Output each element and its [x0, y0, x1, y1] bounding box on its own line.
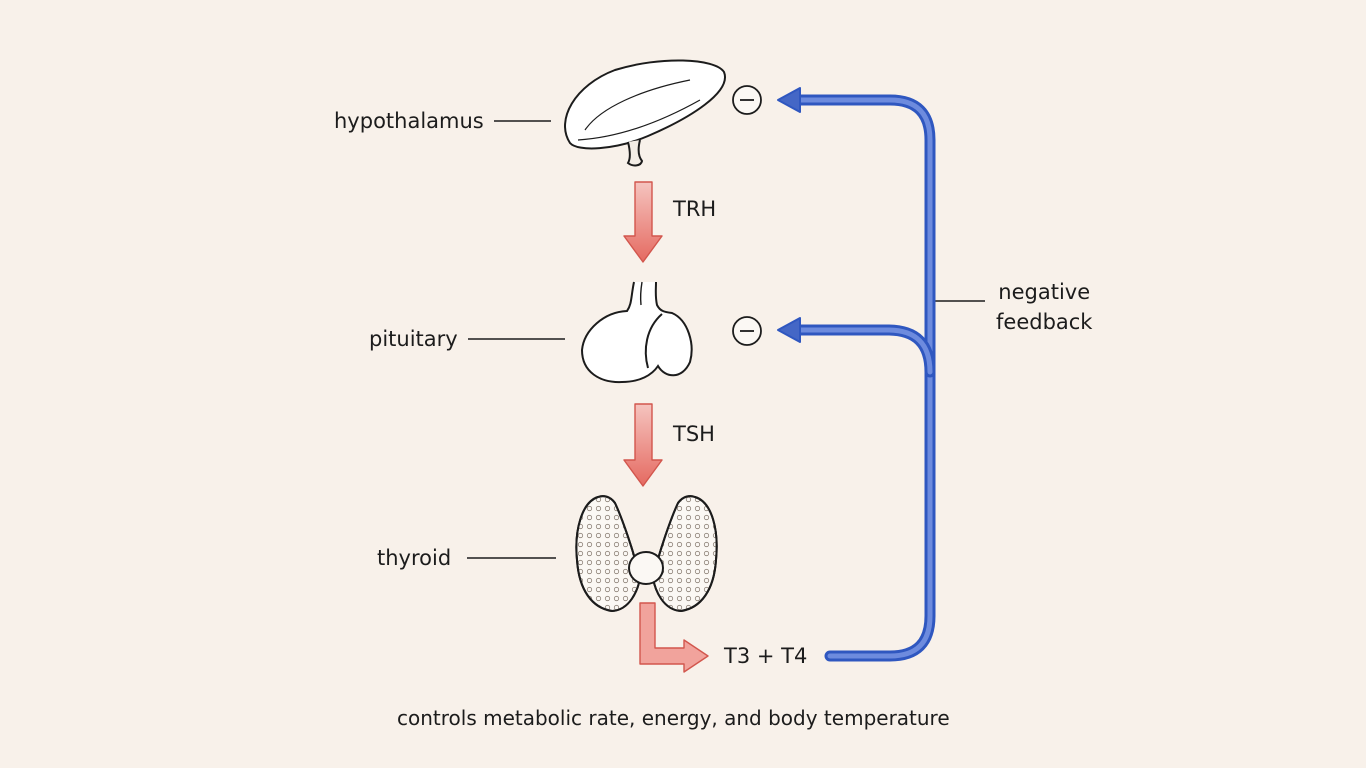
pituitary-label: pituitary — [369, 327, 458, 351]
thyroid-label: thyroid — [377, 546, 452, 570]
hypothalamus-label: hypothalamus — [334, 109, 484, 133]
tsh-arrow — [623, 403, 663, 487]
negative-feedback-line1: negative — [998, 280, 1091, 304]
negative-feedback-label: negative feedback — [996, 282, 1092, 333]
negative-feedback-line2: feedback — [996, 310, 1093, 334]
inhibition-minus-icon — [732, 316, 762, 346]
inhibition-minus-icon — [732, 85, 762, 115]
trh-arrow — [623, 181, 663, 263]
thyroid-illustration — [575, 495, 718, 613]
t3-t4-output-arrow — [639, 602, 709, 673]
feedback-arrowhead-hypothalamus — [777, 87, 801, 113]
feedback-arrowhead-pituitary — [777, 317, 801, 343]
hypothalamus-illustration — [564, 59, 726, 167]
negative-feedback-loop — [792, 94, 936, 662]
diagram-caption: controls metabolic rate, energy, and bod… — [397, 706, 950, 730]
pituitary-illustration — [580, 281, 693, 384]
trh-label: TRH — [673, 197, 717, 221]
t3-t4-label: T3 + T4 — [724, 644, 808, 668]
tsh-label: TSH — [673, 422, 715, 446]
